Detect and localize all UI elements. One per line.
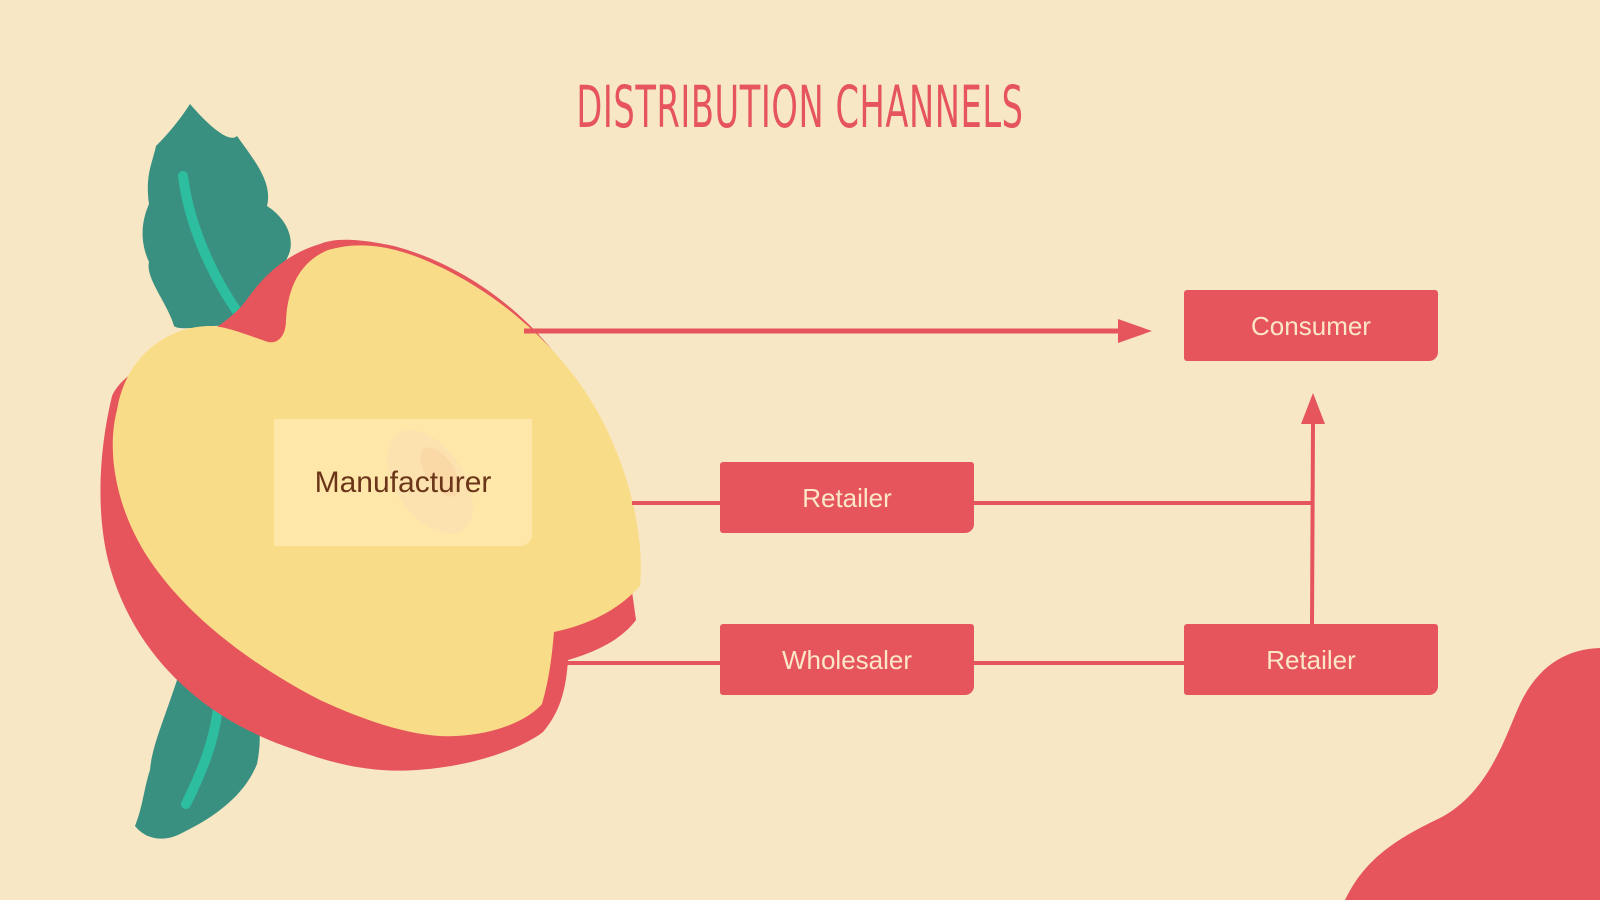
retailer-wholesale-label: Retailer bbox=[1266, 644, 1356, 675]
slide-title: DISTRIBUTION CHANNELS bbox=[576, 73, 1024, 141]
consumer-label: Consumer bbox=[1251, 310, 1371, 341]
retailer-wholesale-node: Retailer bbox=[1184, 624, 1438, 695]
red-blob-shape bbox=[1345, 648, 1600, 900]
arrowhead-icon bbox=[1118, 319, 1152, 343]
wholesaler-label: Wholesaler bbox=[781, 644, 913, 675]
consumer-node: Consumer bbox=[1184, 290, 1438, 361]
arrowhead-icon bbox=[1301, 393, 1325, 424]
wholesaler-node: Wholesaler bbox=[720, 624, 974, 695]
manufacturer-label: Manufacturer bbox=[314, 465, 492, 499]
retailer-direct-node: Retailer bbox=[720, 462, 974, 533]
retailer-up-to-consumer-line bbox=[1310, 423, 1315, 626]
retailer-direct-label: Retailer bbox=[802, 482, 892, 513]
flow-connectors bbox=[524, 319, 1325, 665]
manufacturer-box: Manufacturer bbox=[274, 419, 532, 546]
